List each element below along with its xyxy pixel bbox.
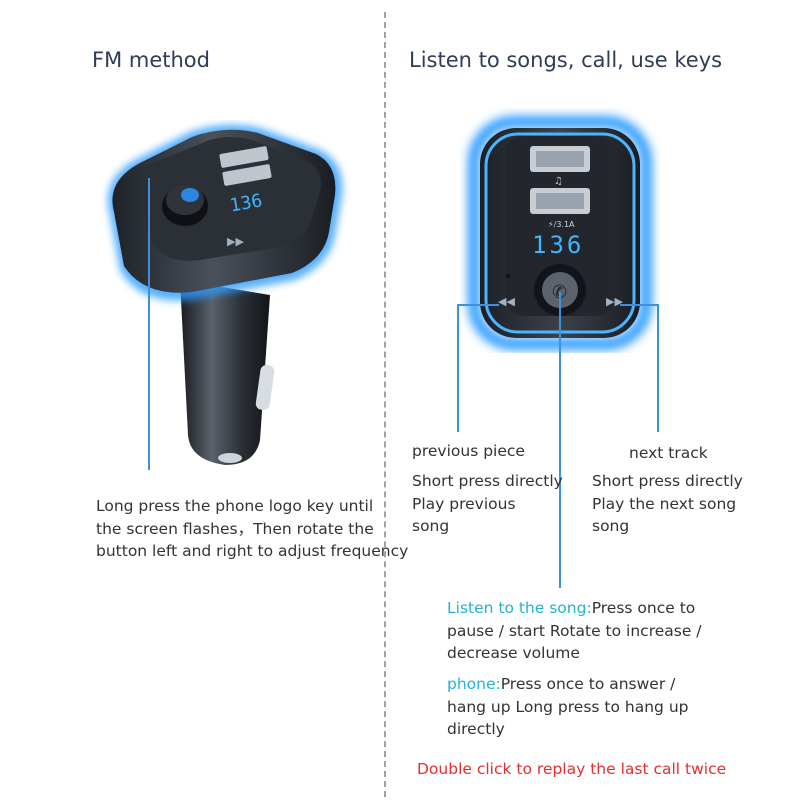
song-line-1: Press once to xyxy=(591,599,696,617)
phone-line-2: hang up Long press to hang up xyxy=(447,697,689,716)
double-click-warning: Double click to replay the last call twi… xyxy=(417,760,727,778)
song-description: Listen to the song:Press once to pause /… xyxy=(447,597,702,665)
center-divider xyxy=(384,12,386,797)
prev-description: Short press directly Play previous song xyxy=(412,470,563,538)
next-title: next track xyxy=(629,444,708,462)
prev-line-3: song xyxy=(412,517,450,535)
svg-text:▶▶: ▶▶ xyxy=(606,295,623,308)
phone-line-3: directly xyxy=(447,720,505,738)
next-guide-line-vertical xyxy=(657,304,659,432)
fm-description: Long press the phone logo key until the … xyxy=(96,495,408,563)
svg-text:136: 136 xyxy=(532,231,584,259)
prev-guide-line-horizontal xyxy=(457,304,499,306)
knob-guide-line xyxy=(148,178,150,470)
prev-guide-line-vertical xyxy=(457,304,459,432)
fm-description-line-1: Long press the phone logo key until xyxy=(96,497,374,515)
song-line-2: pause / start Rotate to increase / xyxy=(447,621,702,640)
fm-method-heading: FM method xyxy=(92,48,210,72)
fm-description-line-2: the screen flashes，Then rotate the xyxy=(96,519,374,538)
fm-description-line-3: button left and right to adjust frequenc… xyxy=(96,542,409,560)
svg-text:▶▶: ▶▶ xyxy=(227,235,244,248)
next-description: Short press directly Play the next song … xyxy=(592,470,743,538)
knob-center-guide-line xyxy=(559,292,561,588)
prev-title: previous piece xyxy=(412,442,525,460)
song-line-3: decrease volume xyxy=(447,644,580,662)
keys-heading: Listen to songs, call, use keys xyxy=(409,48,723,72)
phone-line-1: Press once to answer / xyxy=(500,675,676,693)
svg-text:♫: ♫ xyxy=(554,176,563,187)
fm-transmitter-angled-image: 136 ▶▶ xyxy=(80,120,370,480)
song-label: Listen to the song: xyxy=(447,599,592,617)
phone-label: phone: xyxy=(447,675,501,693)
next-line-3: song xyxy=(592,517,630,535)
prev-line-2: Play previous xyxy=(412,494,516,513)
svg-text:◀◀: ◀◀ xyxy=(498,295,515,308)
phone-description: phone:Press once to answer / hang up Lon… xyxy=(447,673,688,741)
next-line-2: Play the next song xyxy=(592,494,737,513)
next-guide-line-horizontal xyxy=(620,304,659,306)
svg-text:⚡/3.1A: ⚡/3.1A xyxy=(548,220,575,229)
prev-line-1: Short press directly xyxy=(412,472,563,490)
next-line-1: Short press directly xyxy=(592,472,743,490)
